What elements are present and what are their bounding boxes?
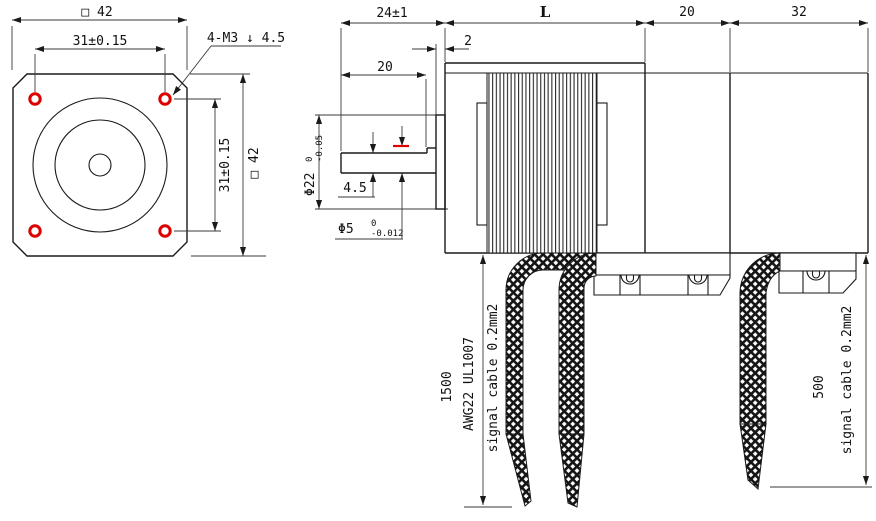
pilot-boss: [435, 114, 446, 210]
pilot-circle-inner: [54, 119, 146, 211]
hole-callout-text: 4-M3 ↓ 4.5: [207, 31, 285, 46]
mounting-hole-bottom-left: [28, 224, 42, 238]
cable-left-type: signal cable 0.2mm2: [486, 304, 501, 453]
dim-text-boss-dia-tol-upper: 0: [305, 157, 315, 162]
pilot-circle-outer: [32, 97, 168, 233]
screw-icon: [620, 274, 640, 285]
shaft-circle: [88, 153, 112, 177]
screw-icon: [806, 270, 826, 281]
hole-callout-leader: [172, 45, 212, 96]
cable-left-wire-spec: AWG22 UL1007: [462, 337, 477, 431]
cable-left-1: [505, 252, 593, 435]
dim-text-section-mid: 20: [679, 5, 695, 20]
dim-text-shaft-dia: Φ5: [338, 222, 354, 237]
dim-text-shaft-dia-tol-lower: -0.012: [371, 229, 404, 239]
tie-plate-left: [476, 102, 488, 226]
dim-text-shaft-flat-height: 4.5: [343, 181, 366, 196]
dim-text-cable-left-length: 1500: [440, 371, 455, 402]
screw-slot-icon: [625, 275, 635, 283]
stator-fins: [486, 72, 598, 254]
mounting-hole-bottom-right: [158, 224, 172, 238]
cables: [505, 252, 781, 508]
screw-slot-icon: [811, 271, 821, 279]
dim-text-front-height: □ 42: [247, 147, 262, 178]
shaft: [340, 147, 436, 174]
dim-text-boss-dia: Φ22: [303, 173, 318, 196]
dim-text-body-length: L: [540, 3, 551, 21]
motor-body: [444, 62, 869, 254]
cable-left-2: [558, 252, 597, 435]
dim-text-boss-protrusion: 2: [464, 34, 472, 49]
cable-right: [739, 252, 781, 425]
terminal-block-left: [593, 252, 731, 296]
dim-text-hole-spacing-h: 31±0.15: [73, 34, 128, 49]
dim-text-cable-right-length: 500: [812, 375, 827, 398]
cable-right-type: signal cable 0.2mm2: [840, 306, 855, 455]
cable-left-2-tail: [558, 433, 585, 508]
dim-text-shaft-dia-tol-upper: 0: [371, 219, 376, 229]
terminal-block-right: [778, 252, 857, 294]
screw-icon: [688, 274, 708, 285]
dim-text-hole-spacing-v: 31±0.15: [218, 138, 233, 193]
mounting-hole-top-left: [28, 92, 42, 106]
mounting-hole-top-right: [158, 92, 172, 106]
front-view: □ 42 31±0.15 4-M3 ↓ 4.5 31±0.15 □ 42: [11, 5, 285, 257]
dim-text-boss-dia-group: Φ22 0 -0.05: [303, 135, 325, 196]
tie-plate-right: [596, 102, 608, 226]
cable-left-1-tail: [505, 433, 532, 507]
dim-text-boss-dia-tol-lower: -0.05: [315, 135, 325, 162]
dim-text-front-width: □ 42: [81, 5, 112, 20]
screw-slot-icon: [693, 275, 703, 283]
dim-text-shaft-total: 24±1: [376, 6, 407, 21]
side-view: 24±1 L 20 32 2 20 Φ22 0 -0.05 4.5 Φ5 0: [303, 3, 872, 508]
dim-text-shaft-flat-length: 20: [377, 60, 393, 75]
motor-faceplate-outline: [12, 73, 188, 257]
dim-text-section-right: 32: [791, 5, 807, 20]
cable-right-tail: [739, 423, 767, 491]
